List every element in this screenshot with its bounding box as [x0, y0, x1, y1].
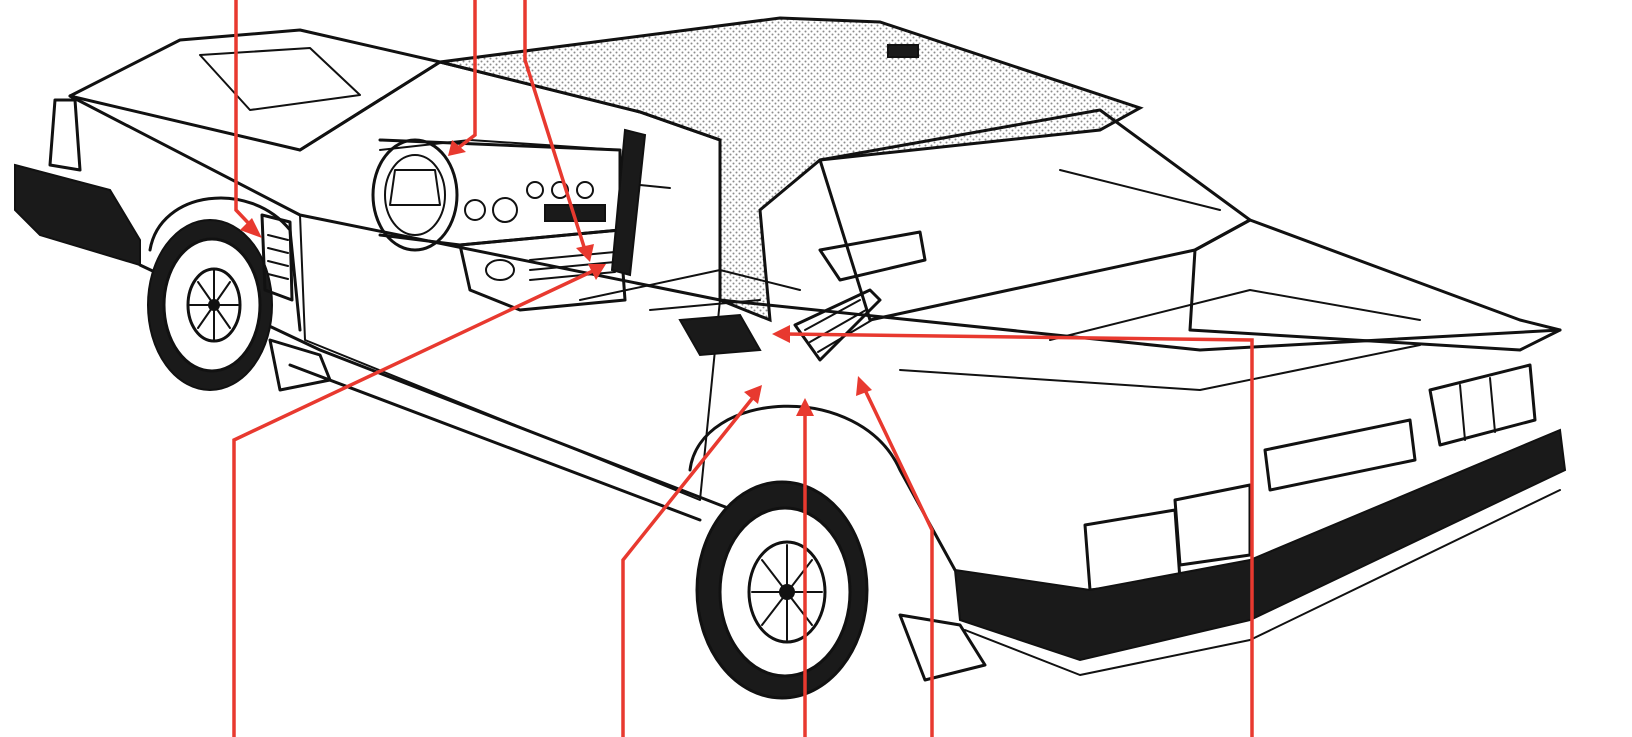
callout-lower-dash-outlet	[232, 264, 606, 737]
door-outline	[299, 214, 721, 501]
rear-light	[48, 98, 82, 172]
rear-quarter-vent	[260, 213, 294, 302]
callout-wheel-arch-point	[856, 376, 934, 737]
hood-line	[899, 344, 1421, 391]
front-mudflap	[898, 613, 987, 682]
seat-belt	[639, 184, 671, 189]
front-wheel-arch	[688, 404, 957, 572]
callout-roof-pillar-point	[772, 325, 1254, 737]
hood-crease	[1049, 289, 1421, 341]
front-seat	[818, 230, 927, 282]
roof-panel	[439, 16, 1144, 323]
rear-wheel	[147, 219, 273, 391]
rear-bumper	[14, 163, 141, 267]
floor-vent-left	[678, 313, 762, 357]
front-wheel	[695, 480, 869, 700]
hood	[1188, 218, 1562, 352]
rear-deck	[68, 28, 442, 152]
callout-dashboard-defroster-vent	[448, 0, 477, 156]
callout-center-console-vent	[523, 0, 594, 262]
front-grille	[1263, 363, 1537, 492]
front-bumper	[953, 428, 1567, 662]
callout-sill-mid-point	[796, 398, 814, 737]
rear-window-outline	[199, 47, 361, 111]
callout-leaders	[232, 0, 1254, 737]
rear-mudflap	[268, 338, 332, 392]
callout-sill-forward-point	[621, 385, 762, 737]
floor-vent-right	[793, 288, 882, 362]
headlight-right	[1173, 483, 1252, 567]
roof-light	[887, 44, 919, 58]
floor-lines	[579, 269, 801, 311]
b-pillar	[610, 128, 647, 277]
car-body	[14, 16, 1567, 700]
bumper-underline	[964, 489, 1561, 676]
sill-line-lower	[288, 363, 702, 522]
steering-wheel	[371, 138, 459, 252]
windshield-glare	[1059, 169, 1221, 211]
center-console	[458, 228, 627, 312]
callout-rear-side-vent	[234, 0, 262, 238]
instrument-gauges	[464, 181, 606, 223]
